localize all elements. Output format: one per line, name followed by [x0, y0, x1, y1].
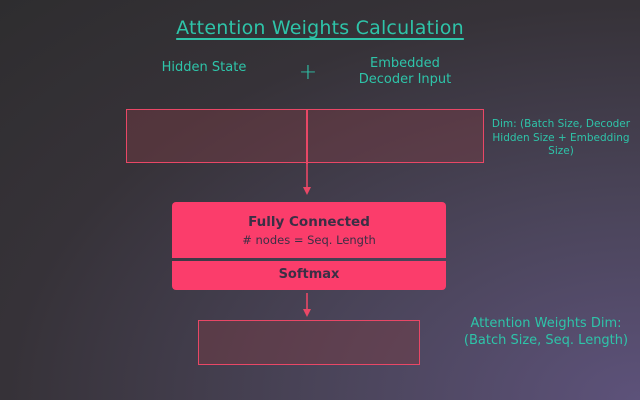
- softmax-label: Softmax: [278, 267, 340, 282]
- attention-weights-box: [198, 320, 420, 365]
- diagram-title: Attention Weights Calculation: [0, 17, 640, 39]
- concat-dim-label: Dim: (Batch Size, Decoder Hidden Size + …: [491, 118, 631, 157]
- arrow-down-icon: [303, 293, 311, 317]
- softmax-layer: Softmax: [172, 261, 446, 290]
- fully-connected-layer: Fully Connected # nodes = Seq. Length: [172, 202, 446, 258]
- plus-sign: +: [298, 60, 318, 85]
- hidden-state-label: Hidden State: [161, 60, 247, 75]
- attention-weights-label: Attention Weights Dim: (Batch Size, Seq.…: [463, 316, 629, 348]
- fc-layer-title: Fully Connected: [248, 214, 370, 230]
- arrow-down-icon: [303, 164, 311, 195]
- concatenated-input-box: [126, 109, 484, 163]
- diagram-title-text: Attention Weights Calculation: [176, 17, 464, 39]
- concat-divider-line: [306, 109, 308, 164]
- embedded-decoder-input-label: Embedded Decoder Input: [358, 56, 452, 87]
- fc-layer-nodes: # nodes = Seq. Length: [242, 233, 376, 247]
